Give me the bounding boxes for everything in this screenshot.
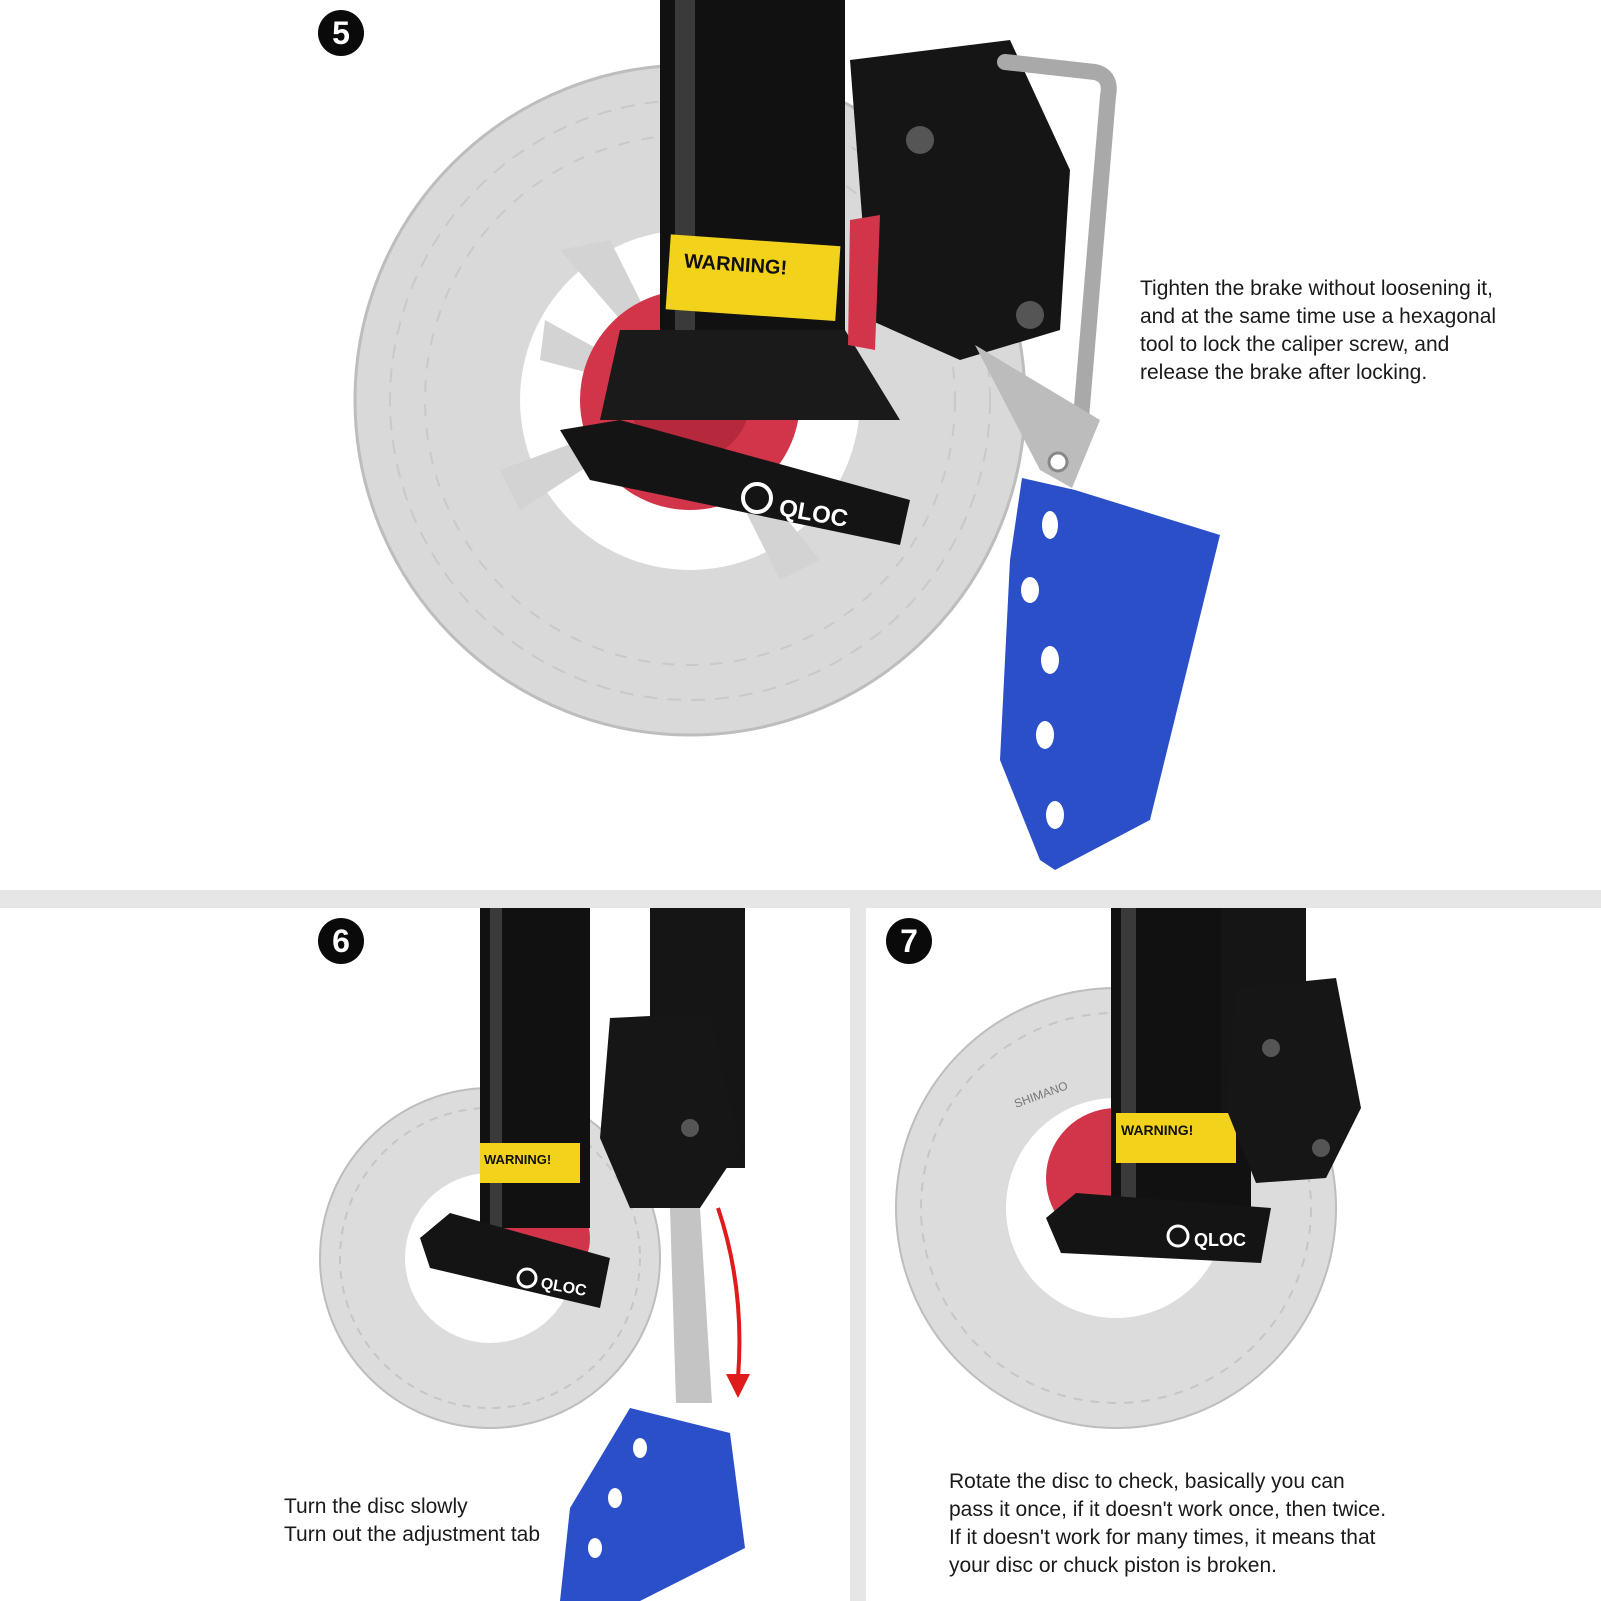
brake-caliper [600, 1013, 740, 1208]
step-5-photo: WARNING! QLOC [353, 0, 1220, 870]
step-6-badge: 6 [318, 918, 364, 964]
warning-sticker [1116, 1113, 1236, 1163]
step-5-caption: Tighten the brake without loosening it, … [1140, 275, 1496, 387]
step-5-badge: 5 [318, 10, 364, 56]
step-7-caption: Rotate the disc to check, basically you … [949, 1468, 1386, 1580]
brake-caliper [848, 40, 1070, 360]
warning-sticker [480, 1143, 580, 1183]
quick-release-lever: QLOC [560, 420, 910, 545]
fork-leg [600, 0, 900, 420]
blue-adjustment-tab [560, 1208, 745, 1601]
warning-sticker: WARNING! [665, 234, 841, 322]
step-7-badge: 7 [886, 918, 932, 964]
step-7-caption-line: your disc or chuck piston is broken. [949, 1554, 1277, 1577]
step-7-caption-line: If it doesn't work for many times, it me… [949, 1526, 1376, 1549]
step-5-caption-line: release the brake after locking. [1140, 361, 1428, 384]
step-5-caption-line: Tighten the brake without loosening it, [1140, 277, 1493, 300]
panel-divider-horizontal [0, 890, 1601, 908]
hex-key-tool [997, 54, 1117, 438]
step-6-caption-line: Turn out the adjustment tab [284, 1523, 541, 1546]
blue-adjustment-tab [975, 345, 1220, 870]
step-6-caption-line: Turn the disc slowly [284, 1495, 468, 1518]
step-6-caption: Turn the disc slowly Turn out the adjust… [284, 1493, 540, 1549]
qr-brand-text: QLOC [1194, 1230, 1246, 1250]
arrow-down-red-icon [716, 1207, 750, 1398]
step-5-caption-line: and at the same time use a hexagonal [1140, 305, 1497, 328]
step-6-photo: WARNING! QLOC [319, 908, 750, 1601]
quick-release-lever: QLOC [1046, 1193, 1271, 1263]
step-7-caption-line: Rotate the disc to check, basically you … [949, 1470, 1345, 1493]
warning-title-text: WARNING! [1121, 1122, 1193, 1138]
step-7-photo: SHIMANO WARNING! QLOC [895, 908, 1361, 1429]
brake-caliper [1226, 978, 1361, 1183]
step-7-caption-line: pass it once, if it doesn't work once, t… [949, 1498, 1387, 1521]
quick-release-lever: QLOC [420, 1213, 610, 1308]
step-5-panel: WARNING! QLOC 5 [318, 0, 1497, 870]
step-5-caption-line: tool to lock the caliper screw, and [1140, 333, 1450, 356]
warning-title-text: WARNING! [484, 1152, 551, 1167]
step-6-panel: WARNING! QLOC 6 Turn the disc slowly Tur… [0, 908, 850, 1601]
step-7-panel: SHIMANO WARNING! QLOC 7 Rotate the disc … [866, 908, 1601, 1601]
panel-divider-vertical [850, 908, 866, 1601]
